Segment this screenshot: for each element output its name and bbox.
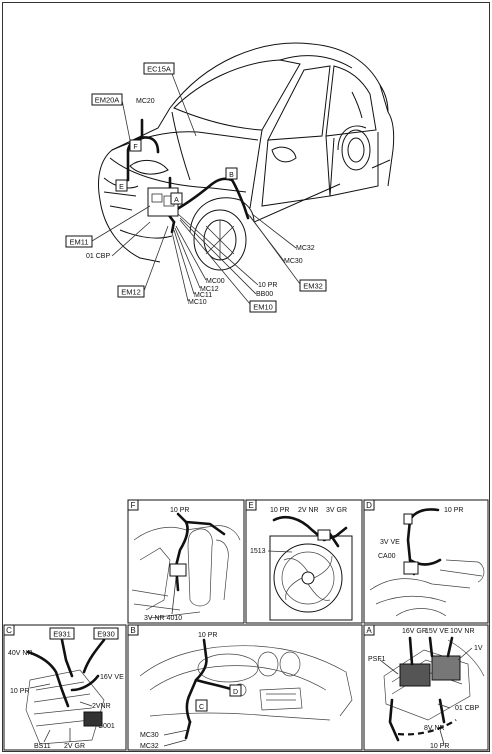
label-01-cbp: 01 CBP [86, 253, 110, 260]
panel-a-label-psf1: PSF1 [368, 656, 386, 663]
zone-letter-e: E [119, 184, 124, 191]
tag-em32: EM32 [303, 282, 323, 291]
panel-b-letter: B [130, 626, 135, 635]
panel-c-label-10pr: 10 PR [10, 688, 29, 695]
panel-e-label-1513: 1513 [250, 548, 266, 555]
tag-em10: EM10 [253, 303, 273, 312]
panel-a-letter: A [366, 626, 372, 635]
panel-b-label-10pr: 10 PR [198, 632, 217, 639]
panel-a-label-01cbp: 01 CBP [455, 705, 479, 712]
panel-d-label-10pr: 10 PR [444, 507, 463, 514]
panel-c-tag-e930: E930 [97, 630, 115, 639]
panel-d: D 10 PR 3V VE CA00 [363, 499, 489, 624]
panel-e-label-3vgr: 3V GR [326, 507, 347, 514]
panel-d-label-3vve: 3V VE [380, 539, 400, 546]
tag-em12: EM12 [121, 288, 141, 297]
panel-e-label-2vnr: 2V NR [298, 507, 319, 514]
panel-c-tag-e931: E931 [53, 630, 71, 639]
zone-letter-b: B [229, 172, 234, 179]
panel-a-label-16vgr: 16V GR [402, 628, 427, 635]
car-illustration [98, 42, 395, 271]
panel-e: E 10 PR 2V NR 3V GR 1513 [245, 499, 363, 624]
car-zone-markers: F E A B [115, 139, 238, 205]
panel-d-label-ca00: CA00 [378, 553, 396, 560]
panel-e-letter: E [248, 501, 253, 510]
car-wire-labels: MC20 01 CBP MC32 MC30 10 PR BB00 MC00 MC… [86, 98, 315, 306]
panel-b: B 10 PR C D MC30 MC32 [127, 624, 363, 751]
panel-c: C E931 E930 40V NR 10 PR 16V VE 2VNR C00… [3, 624, 127, 751]
label-bb00: BB00 [256, 291, 273, 298]
panel-b-label-mc32: MC32 [140, 743, 159, 750]
panel-c-label-2vnr: 2VNR [92, 703, 111, 710]
panel-f-label-10pr: 10 PR [170, 507, 189, 514]
label-mc00: MC00 [206, 278, 225, 285]
label-10-pr: 10 PR [258, 282, 277, 289]
zone-letter-a: A [174, 197, 179, 204]
panel-b-label-mc30: MC30 [140, 732, 159, 739]
label-mc20: MC20 [136, 98, 155, 105]
panel-f-letter: F [131, 501, 136, 510]
panel-c-label-16vve: 16V VE [100, 674, 124, 681]
panel-b-marker-d: D [233, 689, 238, 696]
panel-a-label-10pr: 10 PR [430, 743, 449, 750]
label-mc32: MC32 [296, 245, 315, 252]
zone-letter-f: F [133, 144, 137, 151]
tag-em20a: EM20A [95, 96, 120, 105]
connector-tags: EC15A EM20A EM11 EM12 EM10 EM32 [65, 62, 327, 313]
panel-d-letter: D [366, 501, 372, 510]
panel-c-label-40vnr: 40V NR [8, 650, 33, 657]
panel-c-label-2vgr: 2V GR [64, 743, 85, 750]
label-mc11: MC11 [194, 292, 212, 299]
panel-e-label-10pr: 10 PR [270, 507, 289, 514]
panel-f-label-3vnr: 3V NR 4010 [144, 615, 182, 622]
tag-em11: EM11 [69, 238, 88, 247]
panel-a-label-8vnr: 8V NR [424, 725, 445, 732]
panel-a-label-10vnr: 10V NR [450, 628, 475, 635]
panel-c-label-c001: C001 [98, 723, 115, 730]
tag-ec15a: EC15A [147, 65, 171, 74]
panel-a-label-15vve: 15V VE [425, 628, 449, 635]
panel-a-label-1v: 1V [474, 645, 483, 652]
panel-b-marker-c: C [199, 704, 204, 711]
label-mc10: MC10 [188, 299, 207, 306]
label-mc12: MC12 [200, 286, 219, 293]
panel-c-label-bs11: BS11 [34, 743, 51, 750]
panel-f: F 10 PR 3V NR 4010 [127, 499, 245, 624]
panel-c-letter: C [6, 626, 12, 635]
label-mc30: MC30 [284, 258, 303, 265]
panel-a: A 16V GR 15V VE 10V NR 1V PSF1 8V NR 01 … [363, 624, 489, 751]
